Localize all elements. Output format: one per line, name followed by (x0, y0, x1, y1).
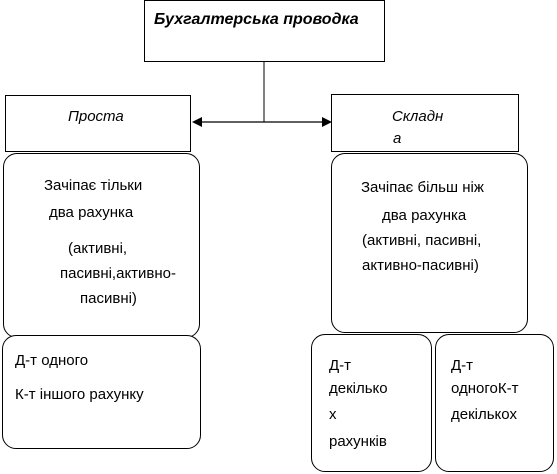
complex-detail-line: декількох (451, 406, 517, 423)
simple-desc-line: пасивні) (80, 290, 137, 307)
simple-desc-line: два рахунка (49, 204, 134, 221)
simple-desc-line: Зачіпає тільки (44, 177, 143, 194)
simple-detail-line: Д-т одного (15, 352, 89, 369)
complex-detail-line: одногоК-т (451, 380, 519, 397)
simple-description: Зачіпає тільки два рахунка (активні, пас… (3, 153, 200, 338)
root-node: Бухгалтерська проводка (144, 0, 385, 62)
complex-detail-line: Д-т (329, 357, 352, 374)
complex-detail-line: декілько (329, 380, 388, 397)
complex-desc-line: активно-пасивні) (362, 257, 479, 274)
complex-desc-line: Зачіпає більш ніж (361, 179, 484, 196)
complex-detail-line: Д-т (451, 357, 474, 374)
complex-label-wrap: а (393, 131, 402, 143)
complex-detail-many-debit: Д-т декілько х рахунків (311, 334, 432, 472)
simple-detail-line: К-т іншого рахунку (15, 386, 144, 403)
simple-desc-line: пасивні,активно- (60, 265, 177, 282)
complex-detail-many-credit: Д-т одногоК-т декількох (435, 334, 554, 472)
simple-node: Проста (5, 95, 191, 152)
complex-desc-line: два рахунка (382, 207, 467, 224)
simple-desc-line: (активні, (68, 240, 128, 257)
complex-label: Складн (392, 108, 444, 125)
complex-detail-line: х (329, 406, 337, 423)
complex-description: Зачіпає більш ніж два рахунка (активні, … (331, 153, 528, 333)
complex-detail-line: рахунків (329, 433, 387, 450)
simple-label: Проста (68, 108, 124, 125)
arrowhead-left (192, 117, 202, 127)
arrowhead-right (322, 117, 332, 127)
root-title: Бухгалтерська проводка (154, 11, 359, 28)
complex-desc-line: (активні, пасивні, (362, 232, 482, 249)
simple-detail: Д-т одного К-т іншого рахунку (2, 335, 201, 449)
complex-node: Складн а (331, 94, 519, 152)
